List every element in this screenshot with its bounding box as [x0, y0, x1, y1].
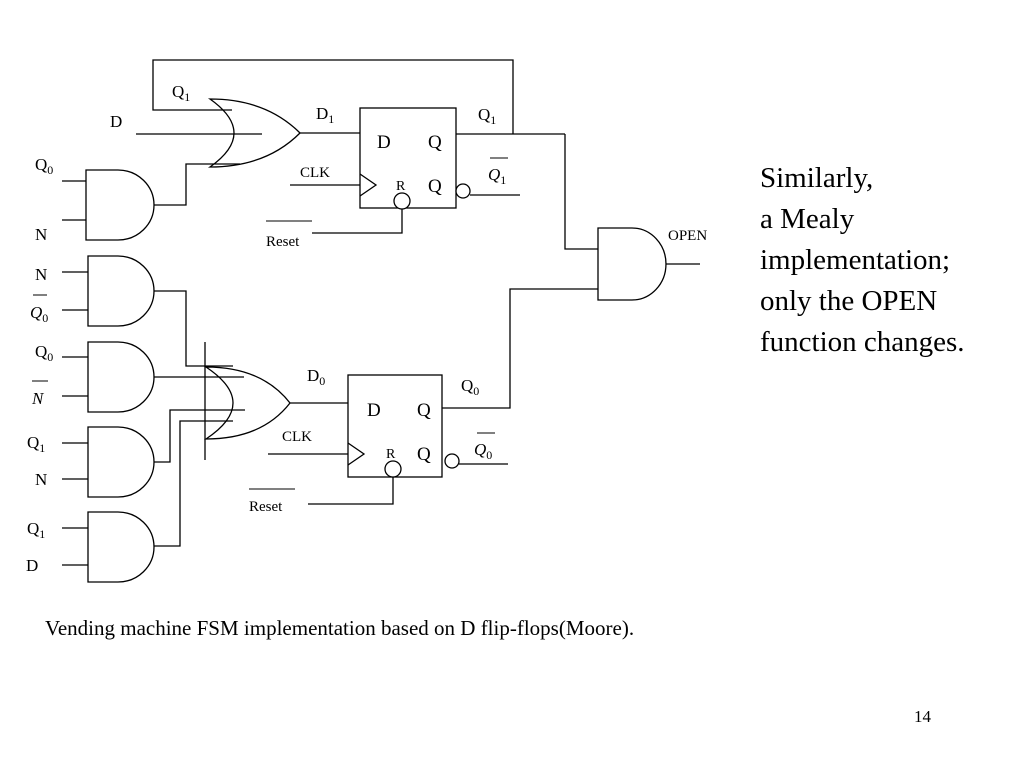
ff0-qbar-label: Q	[417, 444, 431, 465]
side-note-line: function changes.	[760, 326, 965, 358]
q1-feedback-wire	[152, 59, 514, 134]
wire	[308, 477, 394, 505]
clk-triangle-0	[347, 442, 366, 466]
label-q1-out: Q1	[478, 105, 496, 127]
label-d0: D0	[307, 366, 325, 388]
label-n-input-2: N	[35, 265, 47, 284]
label-q0bar: Q0	[474, 440, 492, 462]
label-q1-input-1: Q1	[27, 433, 45, 455]
label-q1bar: Q1	[488, 165, 506, 187]
label-open: OPEN	[668, 228, 707, 244]
and-gate-q0-n	[85, 169, 155, 241]
ff1-q-label: Q	[428, 132, 442, 153]
ff1-r-label: R	[396, 179, 406, 194]
flip-flop-1	[359, 107, 457, 209]
label-q0-out: Q0	[461, 376, 479, 398]
q0-to-open-wire	[442, 288, 598, 409]
label-q0-input-2: Q0	[35, 342, 53, 364]
wire	[154, 290, 233, 367]
q1-to-open-wire	[564, 134, 598, 250]
label-clk-0: CLK	[282, 429, 312, 445]
and-gate-n-q0bar	[87, 255, 155, 327]
label-nbar-input: N	[31, 389, 45, 408]
wire	[154, 409, 245, 463]
label-reset-0: Reset	[249, 499, 283, 515]
label-d-input-2: D	[26, 556, 38, 575]
wire	[154, 420, 233, 547]
and-gate-q1-d	[87, 511, 155, 583]
label-d-input: D	[110, 112, 122, 131]
side-note-line: Similarly,	[760, 162, 874, 194]
or-gate-2	[203, 366, 291, 440]
and-gate-q0-nbar	[87, 341, 155, 413]
labels: Q1 D Q0 N D1 D Q Q R CLK Reset Q1 Q1 OPE…	[26, 82, 707, 575]
label-q1-feedback: Q1	[172, 82, 190, 104]
wire	[312, 209, 403, 234]
and-to-or-wire	[154, 163, 240, 206]
qbar-bubble-0	[444, 453, 460, 469]
or-gate-1	[207, 98, 301, 168]
label-q0bar-input: Q0	[30, 303, 48, 325]
label-reset-1: Reset	[266, 234, 300, 250]
ff0-d-label: D	[367, 400, 381, 421]
upper-section	[62, 59, 598, 250]
label-n-input-3: N	[35, 470, 47, 489]
caption: Vending machine FSM implementation based…	[45, 616, 635, 640]
label-clk-1: CLK	[300, 165, 330, 181]
ff1-qbar-label: Q	[428, 176, 442, 197]
side-note: Similarly, a Mealy implementation; only …	[760, 158, 1022, 363]
label-d1: D1	[316, 104, 334, 126]
and-gate-open	[597, 227, 667, 301]
ff1-d-label: D	[377, 132, 391, 153]
side-note-line: a Mealy	[760, 203, 855, 235]
label-q1-input-2: Q1	[27, 519, 45, 541]
page-number: 14	[914, 707, 931, 726]
circuit-diagram: Q1 D Q0 N D1 D Q Q R CLK Reset Q1 Q1 OPE…	[26, 59, 707, 583]
label-q0-input-1: Q0	[35, 155, 53, 177]
and-gate-q1-n	[87, 426, 155, 498]
lower-section	[32, 255, 598, 583]
side-note-line: only the OPEN	[760, 285, 938, 317]
clk-triangle-1	[359, 173, 378, 197]
side-note-line: implementation;	[760, 244, 951, 276]
ff0-q-label: Q	[417, 400, 431, 421]
label-n-input-1: N	[35, 225, 47, 244]
ff0-r-label: R	[386, 447, 396, 462]
qbar-bubble-1	[455, 183, 471, 199]
reset-bubble-0	[384, 460, 402, 478]
reset-bubble-1	[393, 192, 411, 210]
